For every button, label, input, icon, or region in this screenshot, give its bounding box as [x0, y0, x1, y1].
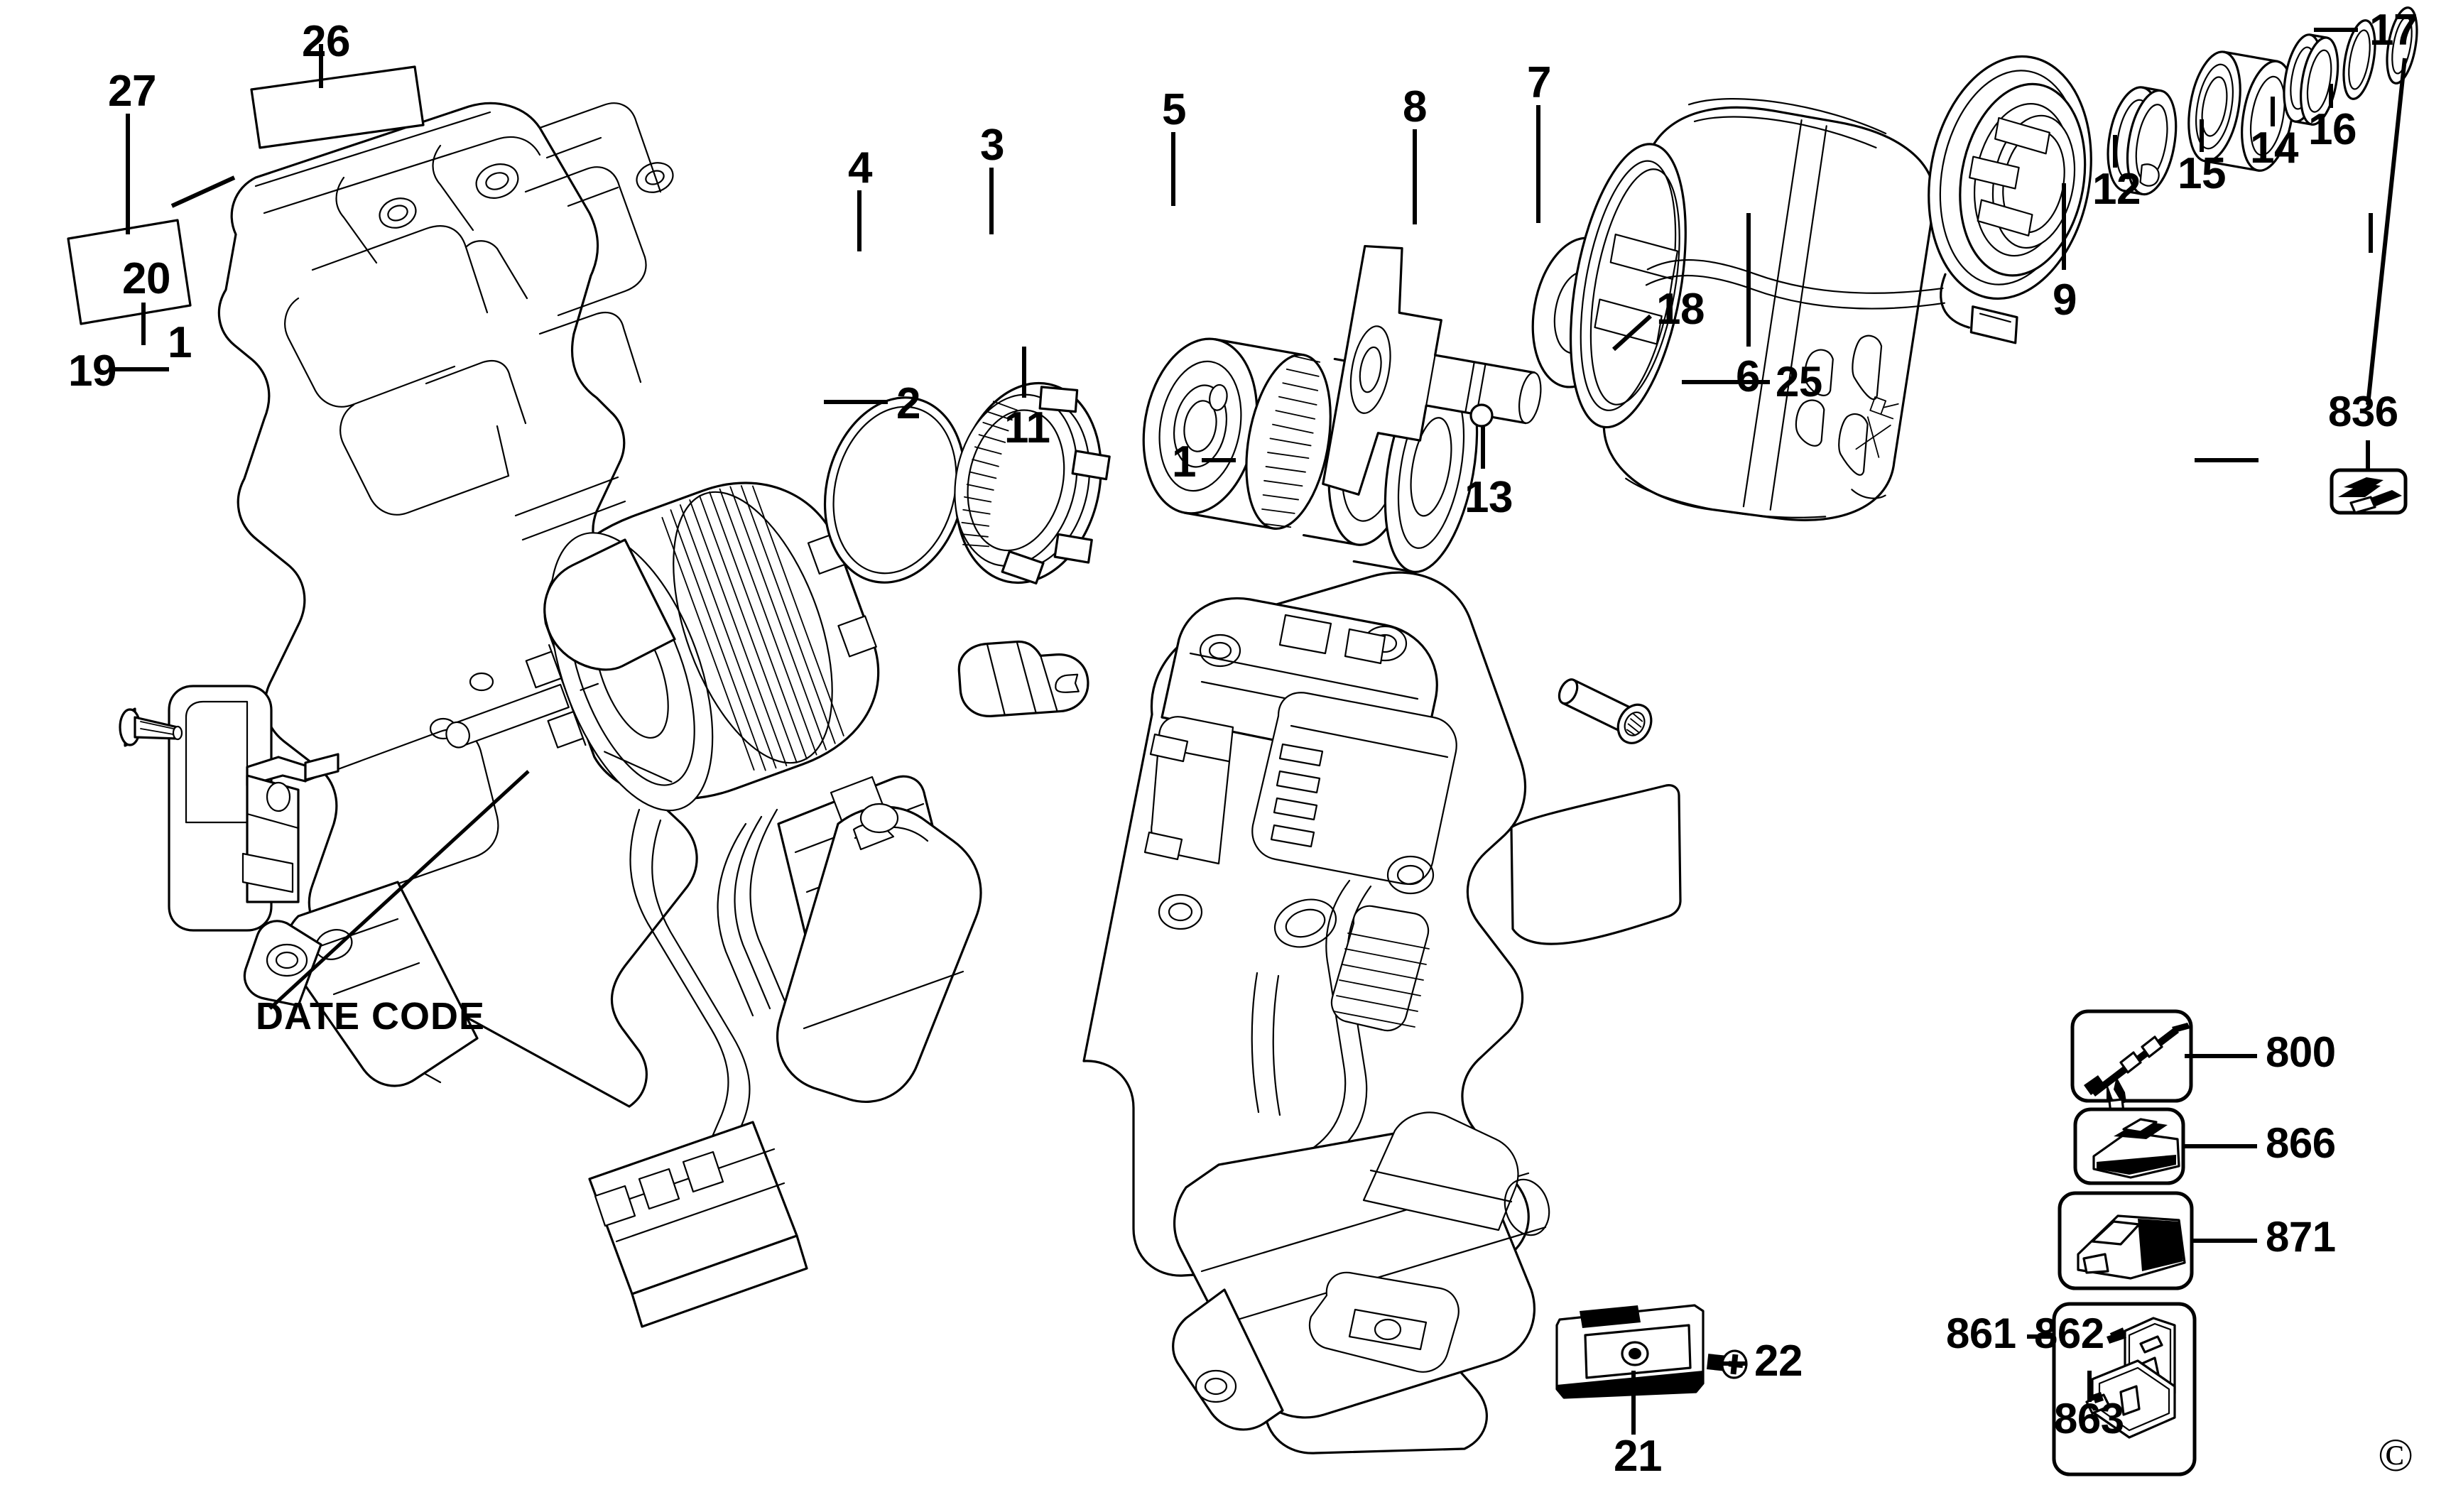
callout-19: 19 — [68, 347, 116, 396]
callout-863: 863 — [2054, 1395, 2124, 1442]
icon-box-871 — [2058, 1191, 2194, 1290]
callout-871: 871 — [2266, 1213, 2336, 1261]
terminal-cover-part21 — [1555, 1304, 1705, 1399]
callout-2: 2 — [896, 379, 920, 428]
callout-20: 20 — [122, 254, 170, 303]
callout-8: 8 — [1403, 82, 1427, 131]
retaining-ring-part17 — [2386, 6, 2418, 85]
label-strip-26 — [250, 65, 425, 149]
chuck-retainer-part9 — [1645, 55, 2092, 344]
steel-ball-part13 — [1469, 403, 1494, 428]
label-strip-27 — [67, 219, 192, 325]
callout-1-right: 1 — [1172, 437, 1196, 486]
callout-12: 12 — [2092, 165, 2141, 214]
collar-part12 — [2107, 86, 2178, 196]
callout-4: 4 — [848, 143, 872, 192]
gear-case-cover-part6 — [1569, 98, 1936, 521]
callout-866: 866 — [2266, 1119, 2336, 1167]
fwd-rev-button-part11 — [957, 640, 1089, 717]
housing-screw-part18 — [1558, 678, 1653, 744]
callout-3: 3 — [980, 121, 1004, 170]
callout-861: 861 — [1946, 1310, 2016, 1357]
motor-assembly — [445, 482, 982, 1328]
ring-gear-part3 — [954, 381, 1111, 584]
date-code-annotation: DATE CODE — [256, 995, 486, 1038]
callout-17: 17 — [2369, 6, 2418, 55]
callout-27: 27 — [108, 67, 156, 116]
callout-862: 862 — [2034, 1310, 2104, 1357]
callout-5: 5 — [1162, 85, 1186, 134]
callout-836: 836 — [2328, 388, 2398, 435]
icon-box-866 — [2073, 1107, 2185, 1185]
kit-box-861 — [2052, 1302, 2197, 1476]
callout-14: 14 — [2250, 124, 2298, 173]
callout-16: 16 — [2308, 105, 2357, 154]
callout-9: 9 — [2053, 276, 2077, 325]
callout-1-left: 1 — [168, 318, 192, 367]
washer-part16 — [2342, 19, 2376, 100]
anvil-part8 — [1322, 244, 1542, 496]
callout-7: 7 — [1527, 58, 1551, 107]
callout-22: 22 — [1754, 1337, 1803, 1386]
callout-6: 6 — [1736, 352, 1760, 401]
leader-lines — [111, 28, 2407, 1435]
callout-18: 18 — [1656, 285, 1705, 334]
callout-15: 15 — [2178, 149, 2226, 198]
callout-11: 11 — [1004, 403, 1050, 452]
icon-box-836 — [2330, 468, 2408, 515]
belt-hook-part19 — [119, 685, 339, 932]
callout-800: 800 — [2266, 1028, 2336, 1076]
callout-13: 13 — [1464, 473, 1513, 522]
copyright-mark: © — [2378, 1430, 2414, 1481]
icon-box-800 — [2070, 1009, 2193, 1115]
cover-label-part25 — [1510, 784, 1682, 945]
callout-21: 21 — [1614, 1432, 1662, 1481]
callout-25: 25 — [1776, 358, 1822, 406]
spring-washer-part14 — [2283, 33, 2339, 126]
right-housing-shell — [1082, 571, 1550, 1454]
callout-26: 26 — [302, 17, 350, 66]
